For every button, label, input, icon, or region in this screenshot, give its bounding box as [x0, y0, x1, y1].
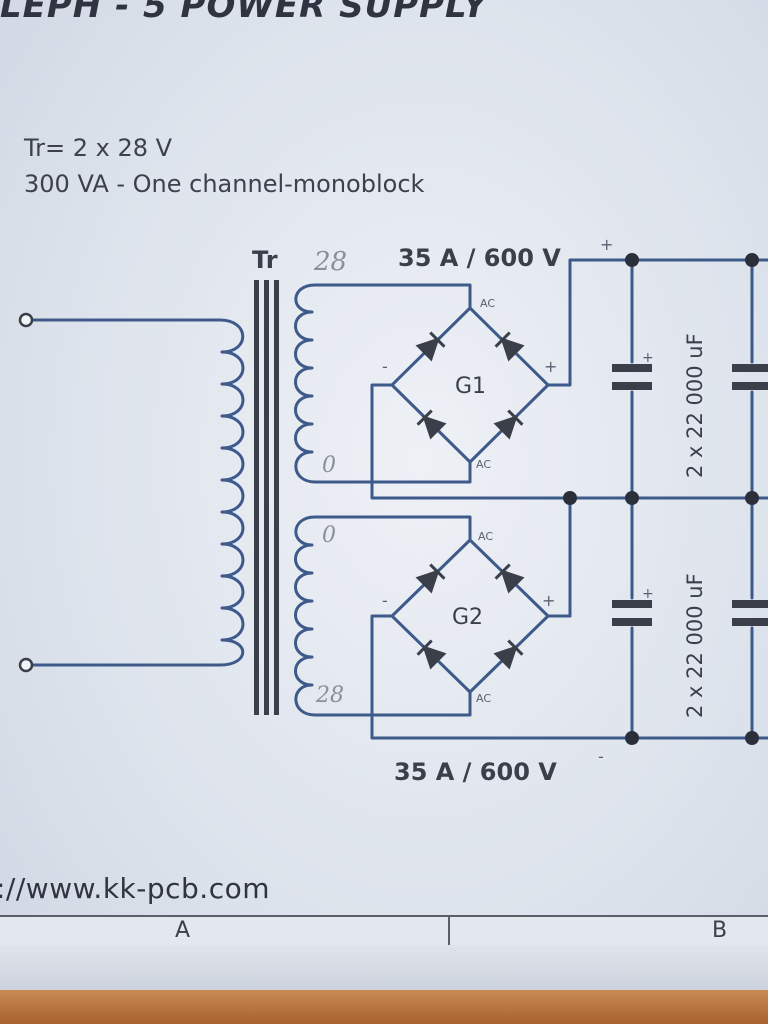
g1-plus-sign: +	[544, 357, 557, 376]
g2-ac-top: AC	[478, 530, 493, 543]
website-url: ://www.kk-pcb.com	[0, 872, 271, 905]
transformer-label: Tr	[252, 246, 278, 274]
power-spec: 300 VA - One channel-monoblock	[24, 170, 425, 198]
title-block-divider	[448, 917, 450, 945]
g1-minus-sign: -	[382, 357, 388, 376]
g1-ac-top: AC	[480, 297, 495, 310]
transformer-spec: Tr= 2 x 28 V	[24, 134, 173, 162]
g2-plus-sign: +	[542, 591, 555, 610]
title-block	[0, 915, 768, 949]
primary-coil	[218, 318, 245, 667]
capacitors	[612, 364, 768, 626]
winding-top-zero: 0	[322, 453, 336, 478]
diagram-title: LEPH - 5 POWER SUPPLY	[0, 0, 489, 26]
rail-plus-sign: +	[600, 235, 613, 254]
winding-top-label: 28	[313, 247, 347, 277]
transformer-core	[254, 280, 279, 715]
top-winding-wire-to-ac	[313, 283, 472, 310]
bridge-g2	[390, 538, 550, 694]
bottom-winding-wire-bottom	[313, 690, 472, 717]
g1-ac-bottom: AC	[476, 458, 491, 471]
g2-plus-wire	[546, 496, 572, 618]
cap2-plus-sign: +	[642, 586, 654, 602]
cap-bottom-label: 2 x 22 000 uF	[683, 573, 707, 718]
rail-minus-sign: -	[598, 747, 604, 766]
bridge-bottom-rating: 35 A / 600 V	[394, 758, 557, 786]
cap1-plus-sign: +	[642, 350, 654, 366]
g1-plus-wire	[546, 258, 768, 387]
title-block-col-b: B	[712, 918, 728, 943]
desk-surface	[0, 990, 768, 1024]
cap-top-label: 2 x 22 000 uF	[683, 333, 707, 478]
secondary-coil-bottom	[294, 515, 317, 717]
input-terminals	[18, 312, 34, 673]
bottom-winding-wire-top	[313, 515, 472, 542]
monitor-bezel	[0, 945, 768, 990]
bridge-g1-name: G1	[455, 374, 486, 399]
top-winding-wire-bottom	[313, 460, 472, 484]
junction-nodes	[563, 253, 759, 745]
bridge-g2-name: G2	[452, 605, 483, 630]
g2-minus-sign: -	[382, 591, 388, 610]
winding-bottom-label: 28	[315, 683, 344, 708]
winding-bottom-zero: 0	[322, 523, 336, 548]
g2-minus-wire	[370, 614, 768, 740]
bridge-top-rating: 35 A / 600 V	[398, 244, 561, 272]
g2-ac-bottom: AC	[476, 692, 491, 705]
title-block-col-a: A	[175, 918, 191, 943]
secondary-coil-top	[294, 283, 317, 484]
g1-diodes	[415, 331, 525, 440]
g2-diodes	[415, 563, 525, 670]
bridge-g1	[390, 306, 550, 464]
